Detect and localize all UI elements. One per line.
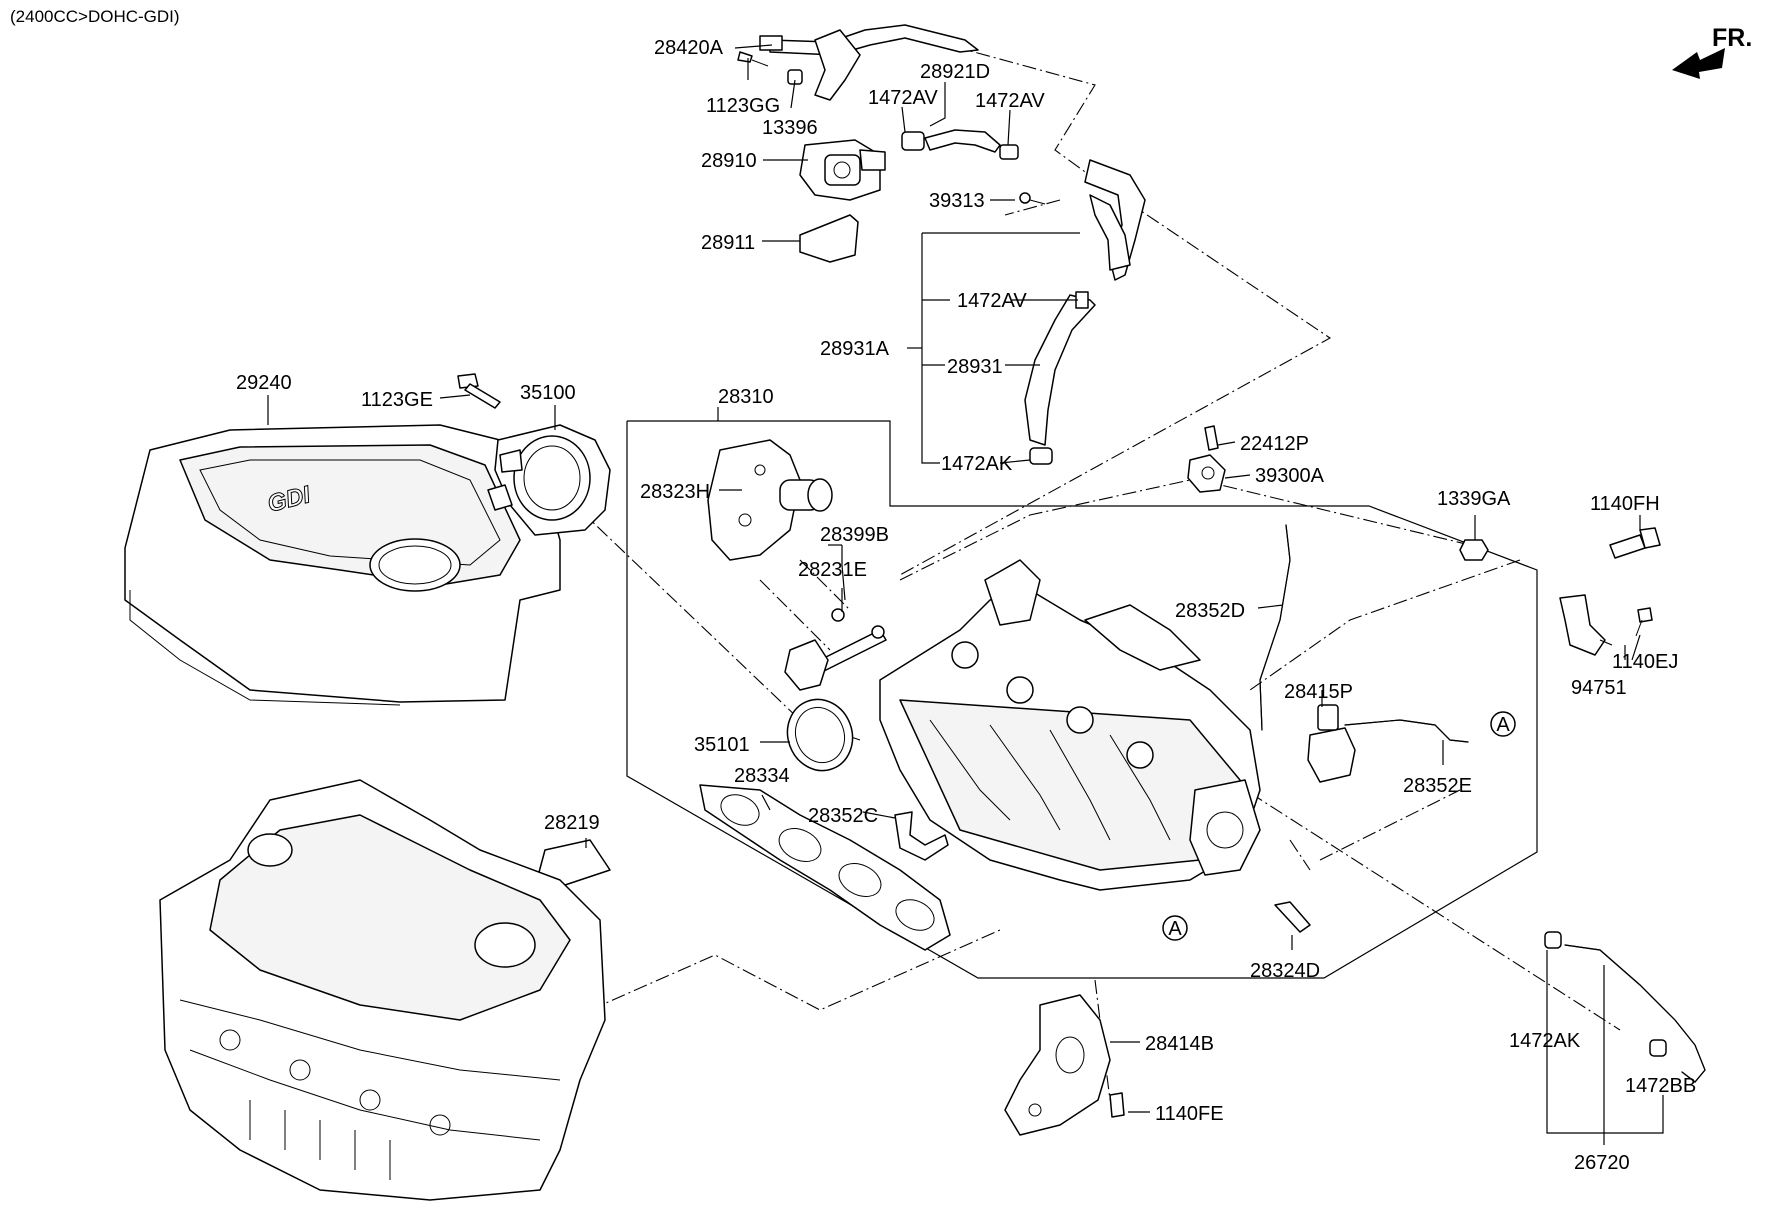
label-28334: 28334 [734, 765, 790, 787]
label-28420a: 28420A [654, 37, 724, 59]
label-1140ej: 1140EJ [1612, 651, 1678, 673]
throttle-gasket [786, 698, 854, 772]
label-28931a: 28931A [820, 338, 890, 360]
connector-marker-a-right: A [1490, 711, 1516, 737]
purge-hose-assembly [759, 24, 1146, 465]
label-35100: 35100 [520, 382, 576, 404]
label-28910: 28910 [701, 150, 757, 172]
manifold-support-bracket [1004, 994, 1125, 1136]
label-22412p: 22412P [1240, 433, 1309, 455]
label-28414b: 28414B [1145, 1033, 1214, 1055]
variable-intake-actuator [707, 439, 833, 561]
svg-text:A: A [1168, 918, 1182, 940]
fasteners-right [1459, 527, 1661, 656]
intake-manifold-gasket [699, 784, 951, 951]
throttle-body [487, 424, 611, 536]
label-1472ak-a: 1472AK [941, 453, 1013, 475]
label-28352c: 28352C [808, 805, 878, 827]
label-1140fh: 1140FH [1590, 493, 1660, 515]
label-28399b: 28399B [820, 524, 889, 546]
leader-lines [267, 44, 1664, 1145]
vacuum-solenoid [1307, 704, 1356, 783]
label-28931: 28931 [947, 356, 1003, 378]
engine-cover: GDI [124, 424, 561, 706]
map-sensor [1187, 425, 1226, 493]
label-28352d: 28352D [1175, 600, 1245, 622]
cylinder-head [159, 779, 606, 1201]
intake-manifold [879, 559, 1261, 891]
label-28324d: 28324D [1250, 960, 1320, 982]
label-13396: 13396 [762, 117, 818, 139]
label-39300a: 39300A [1255, 465, 1325, 487]
label-26720: 26720 [1574, 1152, 1630, 1174]
svg-text:A: A [1496, 714, 1510, 736]
label-35101: 35101 [694, 734, 750, 756]
front-direction-indicator: FR. [1672, 24, 1752, 79]
label-1339ga: 1339GA [1437, 488, 1511, 510]
small-fasteners-top [737, 51, 1046, 205]
front-arrow-icon [1672, 48, 1725, 79]
label-1472av-a: 1472AV [868, 87, 938, 109]
label-28911: 28911 [701, 232, 755, 254]
label-1472bb: 1472BB [1625, 1075, 1696, 1097]
actuator-link-rod [784, 608, 887, 691]
purge-bracket [799, 214, 859, 263]
label-29240: 29240 [236, 372, 292, 394]
connector-marker-a-bottom: A [1162, 915, 1188, 941]
label-28323h: 28323H [640, 481, 710, 503]
assembly-outlines [579, 39, 1621, 1101]
bolt-1123ge [457, 373, 501, 409]
vacuum-hose-28352c [894, 811, 949, 861]
label-1123gg: 1123GG [706, 95, 780, 117]
label-1140fe: 1140FE [1155, 1103, 1224, 1125]
label-28310: 28310 [718, 386, 774, 408]
label-1472av-c: 1472AV [957, 290, 1027, 312]
label-28415p: 28415P [1284, 681, 1353, 703]
label-1123ge: 1123GE [361, 389, 433, 411]
label-1472av-b: 1472AV [975, 90, 1045, 112]
label-1472ak-b: 1472AK [1509, 1030, 1581, 1052]
label-28921d: 28921D [920, 61, 990, 83]
part-labels: 28420A 1123GG 13396 28910 28911 28921D 1… [236, 37, 1696, 1174]
label-28231e: 28231E [798, 559, 867, 581]
pcv-hose-26720 [1544, 931, 1706, 1083]
label-28352e: 28352E [1403, 775, 1472, 797]
front-label: FR. [1712, 24, 1752, 52]
bolt-28324d [1274, 901, 1311, 933]
label-39313: 39313 [929, 190, 985, 212]
label-28219: 28219 [544, 812, 600, 834]
label-94751: 94751 [1571, 677, 1627, 699]
engine-code-header: (2400CC>DOHC-GDI) [10, 7, 180, 26]
purge-solenoid-valve [799, 139, 886, 201]
